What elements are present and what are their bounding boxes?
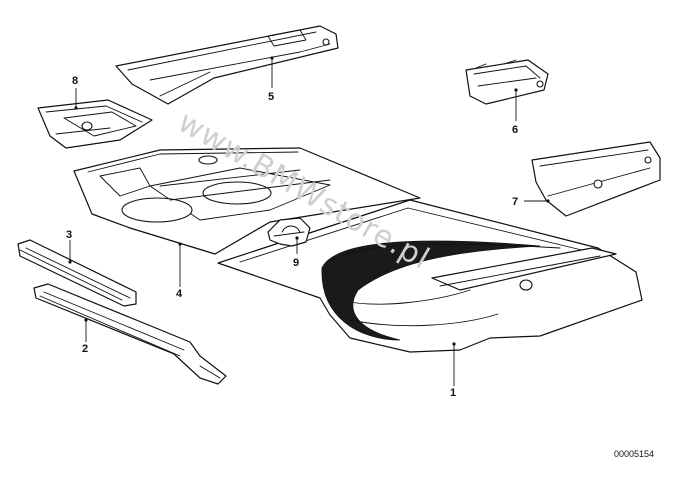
part-9-bracket[interactable]	[267, 217, 311, 247]
callout-4: 4	[176, 288, 183, 300]
part-3-sill-strip[interactable]	[17, 239, 137, 307]
part-5-longitudinal-member[interactable]	[115, 25, 339, 105]
part-2-sill-member[interactable]	[33, 283, 227, 385]
callout-5: 5	[268, 91, 274, 103]
callout-1: 1	[450, 387, 456, 399]
callout-2: 2	[82, 343, 88, 355]
callout-8: 8	[72, 75, 78, 87]
part-1-rear-floor-pan[interactable]	[217, 199, 643, 353]
leader-lines	[68, 56, 550, 386]
callout-6: 6	[512, 124, 518, 136]
part-7-side-support[interactable]	[531, 141, 661, 217]
reference-number: 00005154	[614, 449, 654, 459]
part-6-bracket[interactable]	[465, 59, 549, 105]
part-8-corner-bracket[interactable]	[37, 99, 153, 149]
part-4-front-floor-pan[interactable]	[73, 147, 421, 255]
callout-9: 9	[293, 257, 299, 269]
callout-3: 3	[66, 229, 72, 241]
callout-7: 7	[512, 196, 518, 208]
